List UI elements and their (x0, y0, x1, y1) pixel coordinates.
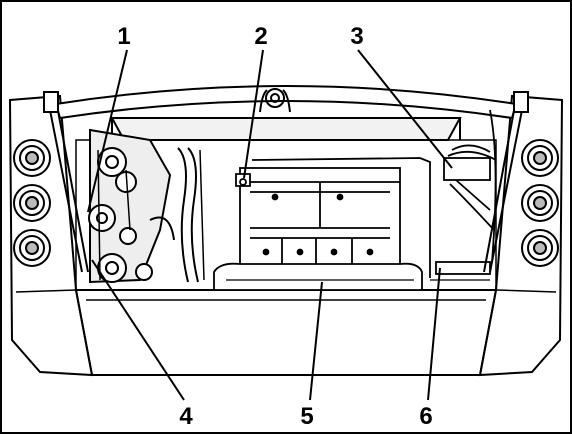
engine-accessories-left (88, 128, 172, 284)
callout-5: 5 (300, 403, 313, 430)
leader-2 (243, 49, 264, 179)
engine-lid (54, 85, 518, 141)
left-panel-seam (15, 289, 77, 293)
callout-4: 4 (179, 403, 193, 430)
right-side-equipment (435, 109, 497, 275)
right-panel-seam (495, 289, 557, 293)
leader-4 (91, 259, 185, 401)
coolant-hoses (149, 147, 205, 283)
engine-frame (235, 157, 431, 279)
leader-3 (357, 49, 453, 169)
callout-3: 3 (350, 23, 363, 50)
left-tail-lamps (13, 139, 51, 267)
leader-1 (87, 49, 128, 213)
leader-6 (427, 267, 441, 401)
leader-5 (309, 281, 323, 401)
callout-6: 6 (419, 403, 432, 430)
manufacturer-emblem (259, 88, 291, 113)
callout-1: 1 (117, 23, 130, 50)
rear-cross-member (213, 262, 490, 291)
callout-2: 2 (254, 23, 267, 50)
callout-leaders (87, 49, 453, 401)
right-tail-lamps (521, 139, 559, 267)
lid-gas-struts (43, 91, 529, 273)
